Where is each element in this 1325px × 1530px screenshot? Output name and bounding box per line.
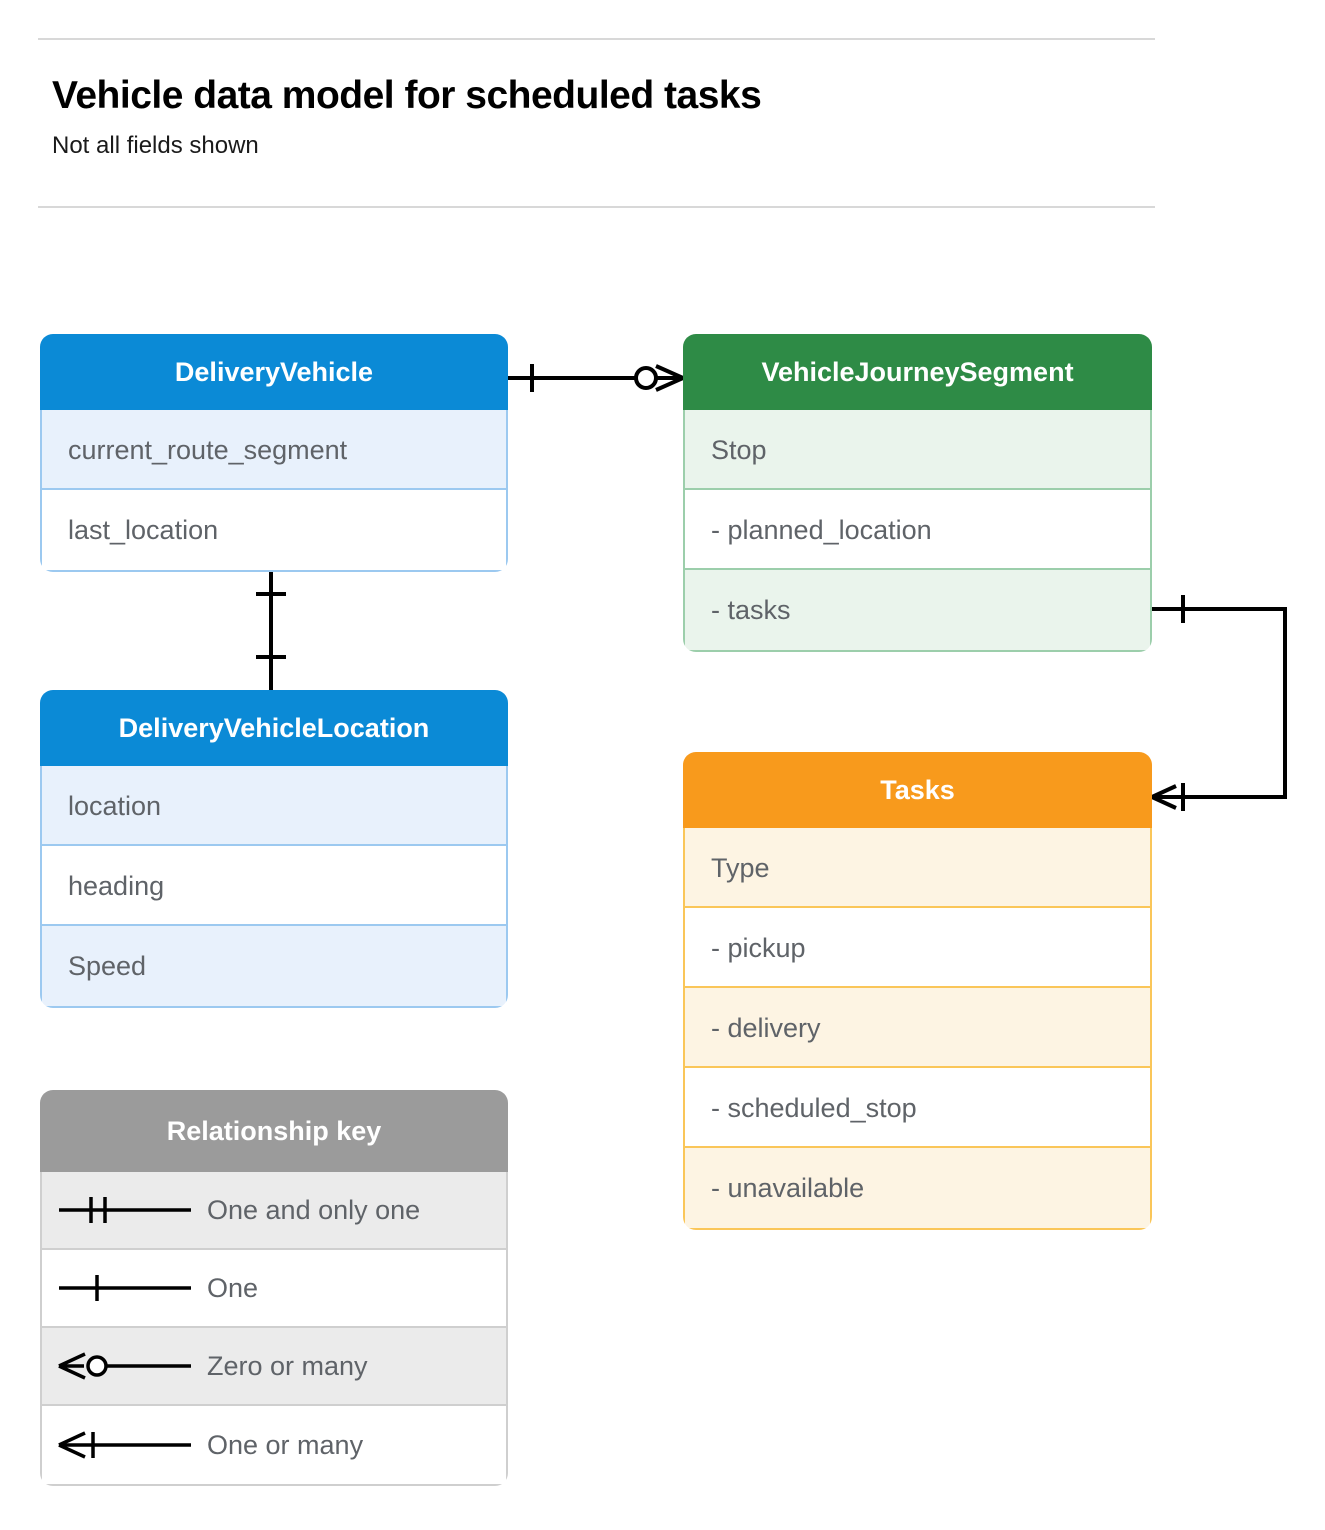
entity-field: - tasks — [685, 570, 1150, 650]
entity-tasks[interactable]: Tasks Type - pickup - delivery - schedul… — [683, 752, 1152, 1230]
entity-field: - scheduled_stop — [685, 1068, 1150, 1148]
entity-delivery-vehicle-location[interactable]: DeliveryVehicleLocation location heading… — [40, 690, 508, 1008]
entity-field: Stop — [685, 410, 1150, 490]
entity-field: Type — [685, 828, 1150, 908]
entity-vehicle-journey-segment-fields: Stop - planned_location - tasks — [683, 410, 1152, 652]
entity-field: heading — [42, 846, 506, 926]
legend-item-one: One — [42, 1250, 506, 1328]
entity-field: Speed — [42, 926, 506, 1006]
entity-vehicle-journey-segment[interactable]: VehicleJourneySegment Stop - planned_loc… — [683, 334, 1152, 652]
entity-tasks-title: Tasks — [683, 752, 1152, 828]
relationship-key-legend: Relationship key One and only one — [40, 1090, 508, 1486]
entity-delivery-vehicle-location-title: DeliveryVehicleLocation — [40, 690, 508, 766]
entity-delivery-vehicle-location-fields: location heading Speed — [40, 766, 508, 1008]
entity-delivery-vehicle-title: DeliveryVehicle — [40, 334, 508, 410]
legend-item-one-and-only-one: One and only one — [42, 1172, 506, 1250]
header-rule-bottom — [38, 206, 1155, 208]
entity-field: - pickup — [685, 908, 1150, 988]
entity-field: - unavailable — [685, 1148, 1150, 1228]
entity-vehicle-journey-segment-title: VehicleJourneySegment — [683, 334, 1152, 410]
entity-field: - planned_location — [685, 490, 1150, 570]
relationship-key-rows: One and only one One — [40, 1172, 508, 1486]
entity-tasks-fields: Type - pickup - delivery - scheduled_sto… — [683, 828, 1152, 1230]
page-subtitle: Not all fields shown — [52, 132, 259, 159]
legend-item-label: One — [207, 1272, 259, 1303]
header-rule-top — [38, 38, 1155, 40]
legend-item-label: One and only one — [207, 1194, 421, 1225]
legend-item-label: One or many — [207, 1429, 364, 1460]
zero-or-many-icon — [42, 1346, 207, 1386]
legend-item-zero-or-many: Zero or many — [42, 1328, 506, 1406]
one-and-only-one-icon — [42, 1190, 207, 1230]
page-title: Vehicle data model for scheduled tasks — [52, 74, 762, 117]
one-or-many-icon — [42, 1425, 207, 1465]
legend-item-one-or-many: One or many — [42, 1406, 506, 1484]
relationship-key-title: Relationship key — [40, 1090, 508, 1172]
entity-field: last_location — [42, 490, 506, 570]
entity-field: current_route_segment — [42, 410, 506, 490]
legend-item-label: Zero or many — [207, 1350, 368, 1381]
entity-delivery-vehicle-fields: current_route_segment last_location — [40, 410, 508, 572]
entity-field: location — [42, 766, 506, 846]
entity-field: - delivery — [685, 988, 1150, 1068]
entity-delivery-vehicle[interactable]: DeliveryVehicle current_route_segment la… — [40, 334, 508, 572]
one-icon — [42, 1268, 207, 1308]
